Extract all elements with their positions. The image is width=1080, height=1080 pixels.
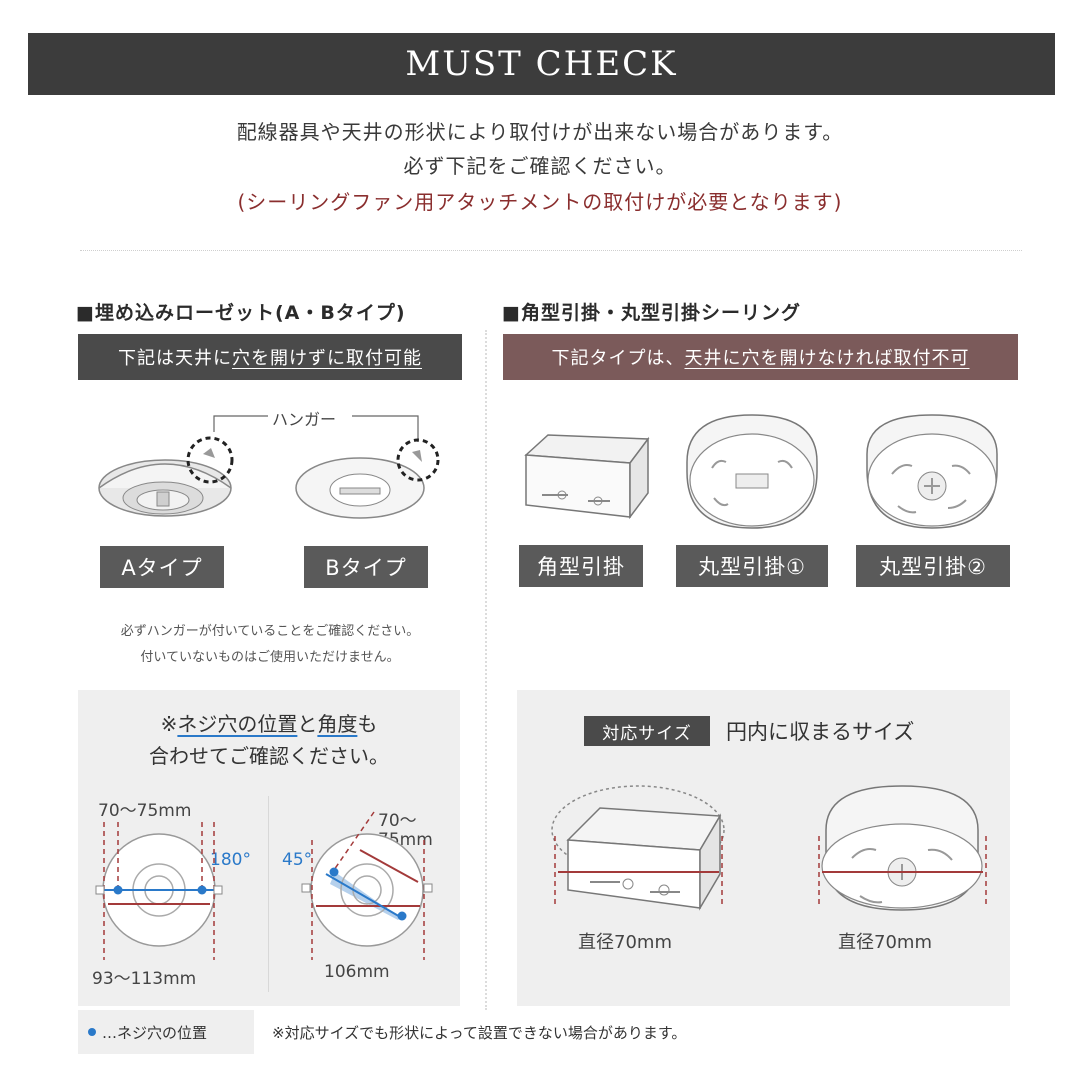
screw-hole-marker — [197, 885, 207, 895]
tag-square-ceiling: 角型引掛 — [519, 545, 643, 587]
divider-dotted — [80, 250, 1022, 251]
left-banner: 下記は天井に穴を開けずに取付可能 — [78, 334, 462, 380]
diameter-round: 直径70mm — [838, 932, 932, 953]
legend-text: …ネジ穴の位置 — [102, 1023, 208, 1042]
dim-bottom-a: 93〜113mm — [92, 969, 197, 989]
screw-hole-legend: …ネジ穴の位置 — [78, 1010, 254, 1054]
right-banner-text: 下記タイプは、 — [551, 348, 685, 369]
header-title: MUST CHECK — [405, 44, 678, 84]
tag-round-ceiling-1: 丸型引掛① — [676, 545, 828, 587]
tag-round-ceiling-2: 丸型引掛② — [856, 545, 1010, 587]
left-banner-text: 下記は天井に — [118, 348, 232, 369]
left-section-title: ■埋め込みローゼット(A・Bタイプ) — [76, 302, 406, 324]
size-footnote: ※対応サイズでも形状によって設置できない場合があります。 — [272, 1024, 687, 1042]
screw-hole-marker — [113, 885, 123, 895]
blue-dot-icon — [88, 1028, 96, 1036]
size-label: 対応サイズ — [584, 716, 710, 746]
dim-top-a: 70〜75mm — [98, 801, 192, 821]
right-section-title: ■角型引掛・丸型引掛シーリング — [502, 302, 801, 324]
tag-type-a: Aタイプ — [100, 546, 224, 588]
must-check-header: MUST CHECK — [28, 33, 1055, 95]
screw-position-emphasis: ネジ穴の位置 — [177, 712, 298, 736]
screw-callout-line-1: ※ネジ穴の位置と角度も — [160, 712, 378, 736]
hanger-label: ハンガー — [272, 410, 337, 429]
type-a-rosette-illustration — [98, 436, 234, 517]
screw-angle-emphasis: 角度 — [317, 712, 358, 736]
dim-top-b-1: 70〜 — [378, 811, 417, 831]
right-banner-underlined: 天井に穴を開けなければ取付不可 — [684, 348, 970, 369]
size-text: 円内に収まるサイズ — [726, 720, 915, 744]
left-banner-underlined: 穴を開けずに取付可能 — [232, 348, 422, 369]
intro-line-1: 配線器具や天井の形状により取付けが出来ない場合があります。 — [236, 120, 844, 144]
angle-a: 180° — [210, 850, 251, 870]
intro-line-2: 必ず下記をご確認ください。 — [403, 154, 677, 178]
type-b-rosette-illustration — [295, 438, 440, 519]
dim-bottom-b: 106mm — [324, 962, 390, 982]
intro-line-3: (シーリングファン用アタッチメントの取付けが必要となります) — [237, 190, 843, 214]
hanger-note-2: 付いていないものはご使用いただけません。 — [140, 650, 400, 665]
diagram-separator — [268, 796, 269, 992]
hanger-note-1: 必ずハンガーが付いていることをご確認ください。 — [120, 624, 420, 639]
square-ceiling-illustration — [524, 434, 650, 520]
diameter-square: 直径70mm — [578, 932, 672, 953]
screw-callout-line-2: 合わせてご確認ください。 — [149, 744, 389, 768]
angle-b: 45° — [282, 850, 313, 870]
round-ceiling-1-illustration — [686, 414, 818, 529]
column-divider — [485, 330, 487, 1010]
tag-type-b: Bタイプ — [304, 546, 428, 588]
round-ceiling-2-illustration — [866, 414, 998, 529]
right-banner: 下記タイプは、天井に穴を開けなければ取付不可 — [503, 334, 1018, 380]
